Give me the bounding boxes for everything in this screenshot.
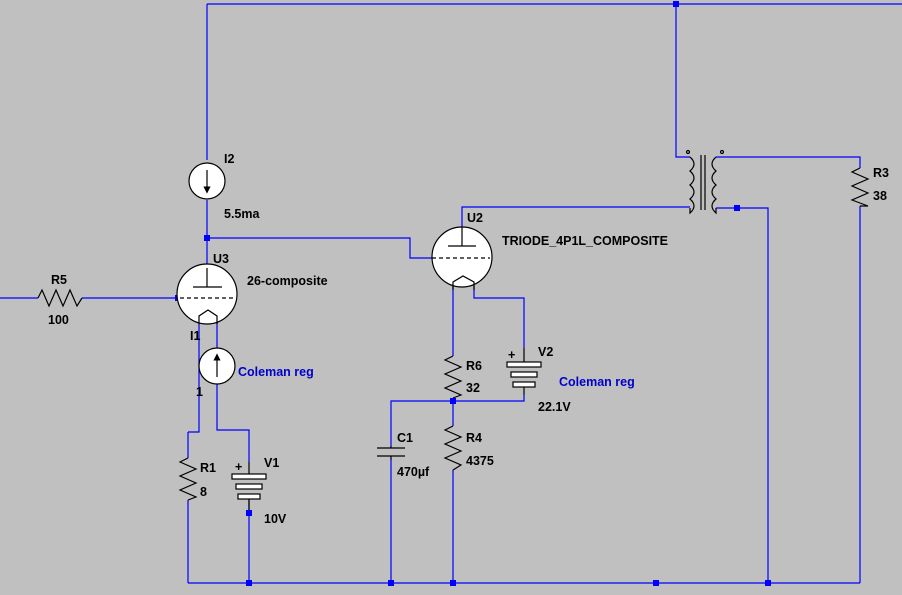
v2-note: Coleman reg: [559, 375, 635, 389]
wires: [0, 3, 902, 584]
wire-node-u2-grid[interactable]: [207, 237, 432, 259]
junction-dot: [734, 205, 740, 211]
wire-i1-down[interactable]: [216, 384, 250, 462]
v2-value: 22.1V: [538, 400, 571, 414]
current-source-i1[interactable]: [198, 347, 236, 385]
junction-dot: [673, 1, 679, 7]
labels: I2 5.5ma U3 26-composite U2 TRIODE_4P1L_…: [48, 152, 889, 526]
v2-polarity: +: [508, 348, 515, 362]
i1-value: 1: [196, 385, 203, 399]
wire-u3-heater-left[interactable]: [188, 318, 200, 433]
battery-v2[interactable]: +: [506, 348, 542, 395]
junction-dot: [450, 580, 456, 586]
i1-name: I1: [190, 329, 200, 343]
junction-dot: [653, 580, 659, 586]
r5-value: 100: [48, 313, 69, 327]
capacitor-c1[interactable]: [377, 446, 405, 460]
i2-name: I2: [224, 152, 234, 166]
wire-u2-cathode-right[interactable]: [473, 286, 525, 348]
r1-name: R1: [200, 461, 216, 475]
wire-xfmr-primary-top[interactable]: [675, 4, 690, 158]
resistor-r3[interactable]: [850, 167, 870, 207]
junction-dot: [246, 580, 252, 586]
r1-value: 8: [200, 485, 207, 499]
junction-dot: [246, 510, 252, 516]
wire-xfmr-secondary-top[interactable]: [716, 156, 861, 168]
r3-name: R3: [873, 166, 889, 180]
junction-dot: [765, 580, 771, 586]
u3-name: U3: [213, 252, 229, 266]
wire-u2-plate[interactable]: [461, 206, 690, 227]
junction-dot: [388, 580, 394, 586]
junction-dot: [204, 235, 210, 241]
r3-value: 38: [873, 189, 887, 203]
triode-u3[interactable]: [176, 263, 238, 325]
wire-c1-top[interactable]: [390, 400, 453, 446]
r6-value: 32: [466, 381, 480, 395]
u2-name: U2: [467, 211, 483, 225]
resistor-r1[interactable]: [178, 457, 198, 501]
wire-v2-bottom[interactable]: [453, 395, 525, 402]
resistor-r6[interactable]: [443, 355, 463, 399]
v2-name: V2: [538, 345, 553, 359]
i1-note: Coleman reg: [238, 365, 314, 379]
resistor-r4[interactable]: [443, 425, 463, 471]
current-source-i2[interactable]: [188, 162, 226, 200]
junction-dot: [450, 398, 456, 404]
transformer[interactable]: [685, 149, 725, 215]
r4-name: R4: [466, 431, 482, 445]
c1-value: 470µf: [397, 465, 430, 479]
junctions: [175, 1, 771, 586]
r4-value: 4375: [466, 454, 494, 468]
v1-value: 10V: [264, 512, 287, 526]
wire-xfmr-secondary-bottom[interactable]: [716, 207, 769, 583]
c1-name: C1: [397, 431, 413, 445]
battery-v1[interactable]: +: [231, 460, 267, 510]
v1-polarity: +: [235, 460, 242, 474]
i2-value: 5.5ma: [224, 207, 260, 221]
u2-value: TRIODE_4P1L_COMPOSITE: [502, 234, 668, 248]
r5-name: R5: [51, 273, 67, 287]
resistor-r5[interactable]: [37, 288, 83, 308]
v1-name: V1: [264, 456, 279, 470]
triode-u2[interactable]: [431, 226, 493, 290]
r6-name: R6: [466, 359, 482, 373]
u3-value: 26-composite: [247, 274, 328, 288]
